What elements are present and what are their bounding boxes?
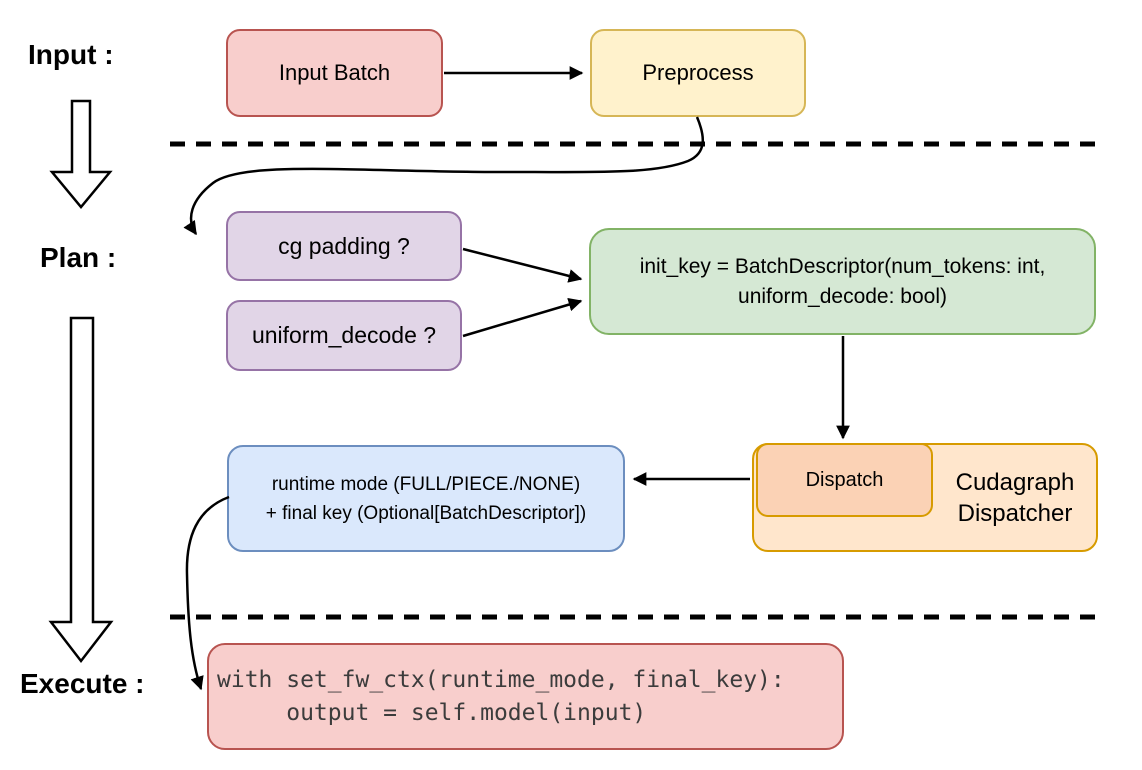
runtime-mode-line2: + final key (Optional[BatchDescriptor]) xyxy=(265,502,587,524)
stage-label-execute: Execute : xyxy=(20,668,145,699)
execute-code-line1: with set_fw_ctx(runtime_mode, final_key)… xyxy=(217,666,785,693)
preprocess-node: Preprocess xyxy=(590,29,806,117)
preprocess-label: Preprocess xyxy=(642,60,754,86)
arrow-uniform-decode-to-init-key xyxy=(462,297,583,338)
cudagraph-dispatcher-label: Cudagraph Dispatcher xyxy=(935,445,1095,550)
dispatch-node: Dispatch xyxy=(756,443,933,517)
runtime-mode-node: runtime mode (FULL/PIECE./NONE) + final … xyxy=(227,445,625,552)
arrow-cg-padding-to-init-key xyxy=(462,247,583,283)
init-key-line2: uniform_decode: bool) xyxy=(738,284,947,308)
cudagraph-dispatcher-line1: Cudagraph xyxy=(955,468,1075,496)
init-key-node: init_key = BatchDescriptor(num_tokens: i… xyxy=(589,228,1096,335)
stage-label-plan: Plan : xyxy=(40,242,117,273)
stage-label-input: Input : xyxy=(28,39,114,70)
down-arrow-plan-to-execute xyxy=(48,316,114,664)
down-arrow-input-to-plan xyxy=(49,99,113,209)
cg-padding-node: cg padding ? xyxy=(226,211,462,281)
runtime-mode-line1: runtime mode (FULL/PIECE./NONE) xyxy=(271,473,581,495)
execute-code-node: with set_fw_ctx(runtime_mode, final_key)… xyxy=(207,643,844,750)
input-batch-label: Input Batch xyxy=(278,60,391,86)
init-key-line1: init_key = BatchDescriptor(num_tokens: i… xyxy=(639,254,1046,278)
input-batch-node: Input Batch xyxy=(226,29,443,117)
execute-code-line2: output = self.model(input) xyxy=(217,699,647,726)
cg-padding-label: cg padding ? xyxy=(278,232,410,259)
uniform-decode-node: uniform_decode ? xyxy=(226,300,462,371)
cudagraph-dispatcher-line2: Dispatcher xyxy=(957,499,1073,527)
uniform-decode-label: uniform_decode ? xyxy=(251,322,437,349)
dispatch-label: Dispatch xyxy=(805,468,884,491)
